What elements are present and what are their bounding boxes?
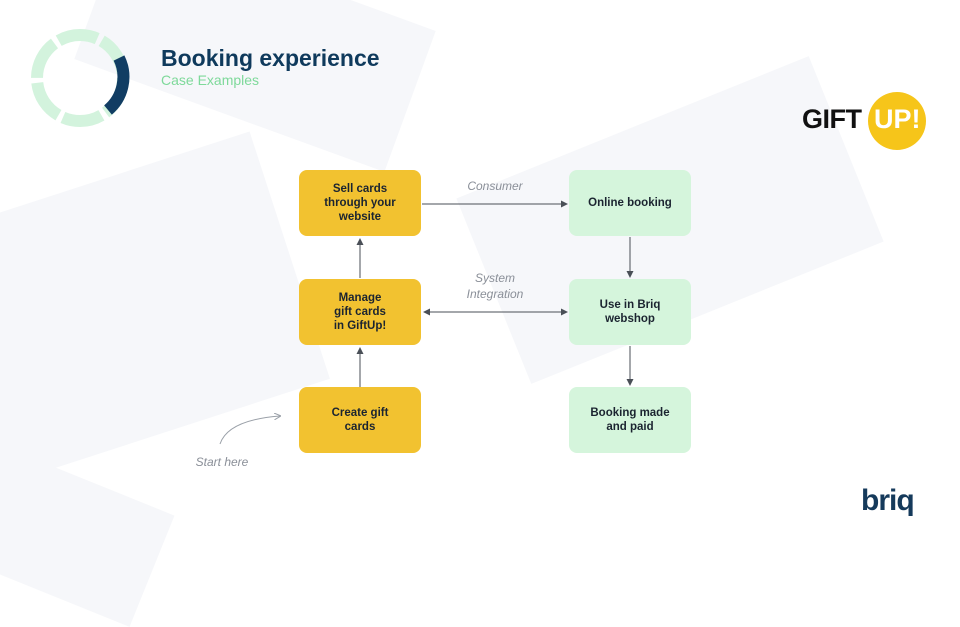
- page-title: Booking experience: [161, 45, 380, 71]
- arrow-start-here: [219, 416, 280, 445]
- page-subtitle: Case Examples: [161, 72, 260, 88]
- node-online-booking: Online booking: [569, 170, 691, 236]
- giftup-logo-up-text: UP!: [874, 104, 921, 134]
- progress-ring-icon: [31, 29, 130, 127]
- giftup-logo-gift-text: GIFT: [802, 104, 862, 134]
- node-booking-made-paid: Booking made and paid: [569, 387, 691, 453]
- node-sell-cards: Sell cards through your website: [299, 170, 421, 236]
- node-manage-gift-cards: Manage gift cards in GiftUp!: [299, 279, 421, 345]
- giftup-logo-circle: [868, 92, 926, 150]
- giftup-logo: GIFT UP!: [800, 92, 932, 152]
- node-use-in-briq-webshop: Use in Briq webshop: [569, 279, 691, 345]
- label-start-here: Start here: [195, 455, 249, 469]
- label-system-integration: System Integration: [466, 271, 524, 301]
- node-create-gift-cards: Create gift cards: [299, 387, 421, 453]
- label-consumer: Consumer: [467, 179, 523, 193]
- flow-connectors: [219, 200, 634, 445]
- briq-logo: briq: [861, 484, 915, 517]
